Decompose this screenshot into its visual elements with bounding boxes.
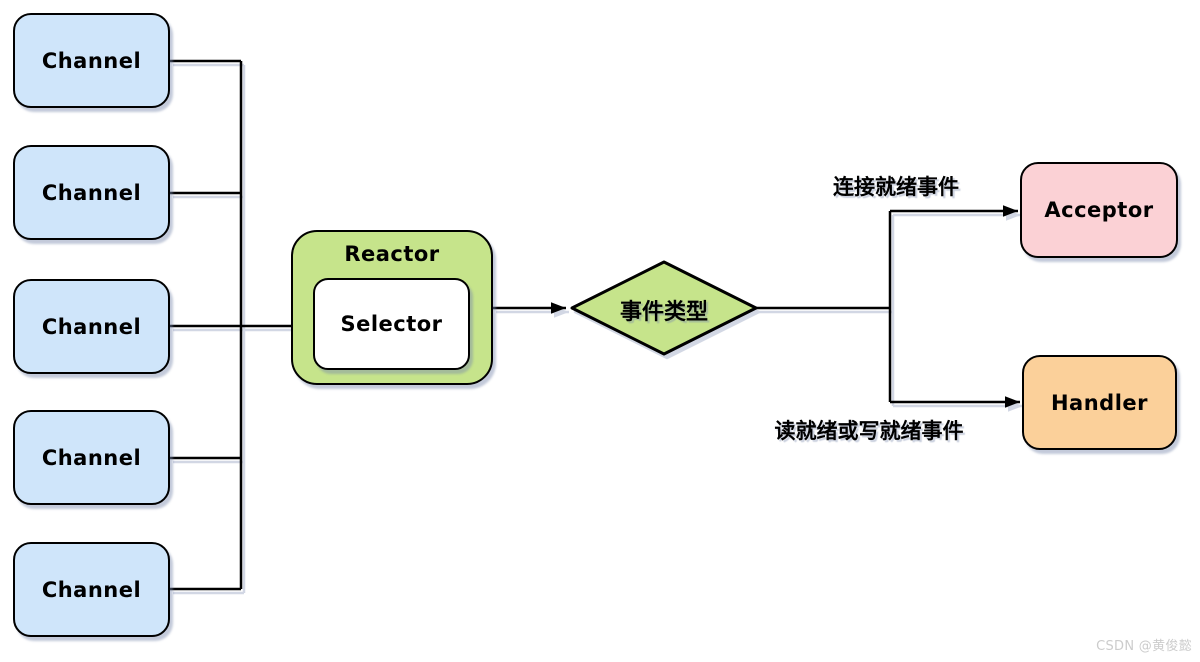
channel-label: Channel [41, 314, 142, 339]
connectors [170, 59, 1020, 591]
watermark: CSDN @黄俊懿 [1096, 639, 1192, 654]
decision-diamond [570, 260, 758, 356]
channel-box: Channel [13, 145, 170, 240]
channel-box: Channel [13, 13, 170, 108]
channel-label: Channel [41, 48, 142, 73]
acceptor-label: Acceptor [1044, 198, 1154, 222]
edge-label-readwrite-ready: 读就绪或写就绪事件 [774, 419, 964, 443]
edge-label-connect-ready: 连接就绪事件 [833, 175, 959, 199]
selector-box: Selector [313, 278, 470, 370]
decision-label: 事件类型 [619, 300, 708, 325]
selector-label: Selector [340, 312, 443, 336]
channel-label: Channel [41, 445, 142, 470]
handler-box: Handler [1022, 355, 1177, 450]
handler-label: Handler [1050, 390, 1149, 415]
reactor-label: Reactor [344, 242, 440, 266]
channel-label: Channel [41, 577, 142, 602]
channel-box: Channel [13, 542, 170, 637]
channel-box: Channel [13, 410, 170, 505]
channel-box: Channel [13, 279, 170, 374]
acceptor-box: Acceptor [1020, 162, 1178, 258]
channel-label: Channel [41, 180, 142, 205]
